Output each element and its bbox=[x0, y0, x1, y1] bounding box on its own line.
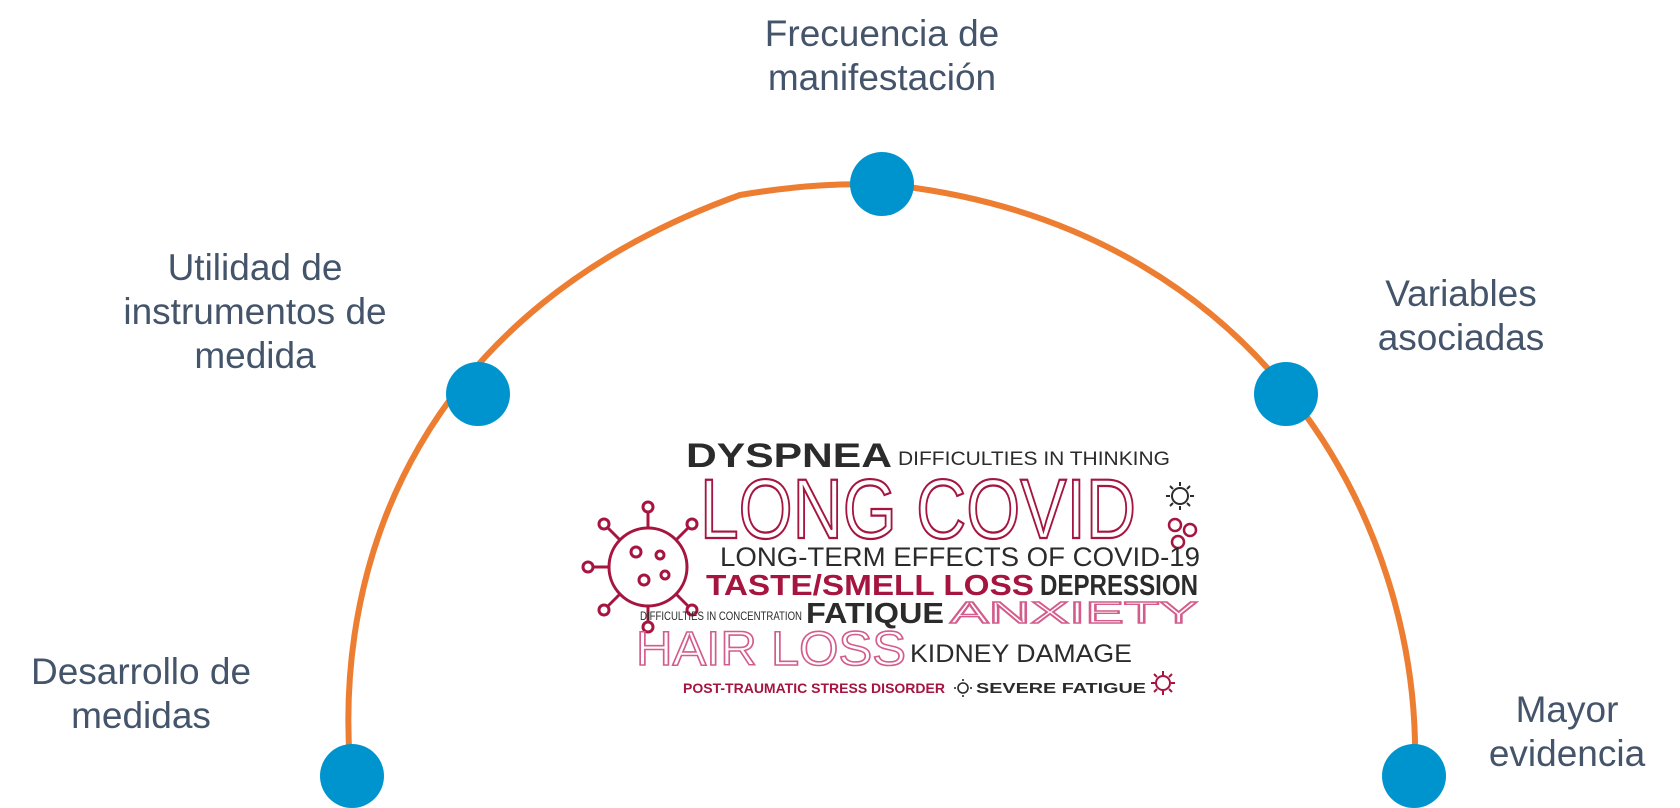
wc-difficulties-concentration: DIFFICULTIES IN CONCENTRATION bbox=[640, 609, 802, 623]
wc-depression: DEPRESSION bbox=[1040, 570, 1198, 602]
label-mayor: Mayor evidencia bbox=[1462, 688, 1672, 776]
wc-taste-smell-loss: TASTE/SMELL LOSS bbox=[706, 570, 1034, 602]
node-desarrollo bbox=[320, 744, 384, 808]
wc-hair-loss: HAIR LOSS bbox=[636, 623, 906, 676]
dots-icon bbox=[1167, 517, 1198, 550]
label-line: Mayor bbox=[1515, 689, 1619, 730]
label-line: Frecuencia de bbox=[764, 13, 1000, 54]
wc-long-term-effects: LONG-TERM EFFECTS OF COVID-19 bbox=[720, 542, 1200, 572]
label-line: Utilidad de bbox=[167, 247, 343, 288]
label-utilidad: Utilidad de instrumentos de medida bbox=[90, 246, 420, 378]
label-desarrollo: Desarrollo de medidas bbox=[0, 650, 282, 738]
wc-long-covid: LONG COVID bbox=[700, 462, 1136, 556]
wc-anxiety: ANXIETY bbox=[950, 595, 1198, 630]
virus-small-icon bbox=[1151, 671, 1175, 695]
virus-icon bbox=[581, 500, 699, 634]
node-mayor bbox=[1382, 744, 1446, 808]
sun-small-icon bbox=[954, 679, 972, 697]
wc-difficulties-thinking: DIFFICULTIES IN THINKING bbox=[898, 449, 1170, 470]
label-line: evidencia bbox=[1488, 733, 1646, 774]
label-line: manifestación bbox=[767, 57, 997, 98]
wc-severe-fatigue: SEVERE FATIGUE bbox=[976, 680, 1146, 697]
wc-fatique: FATIQUE bbox=[806, 598, 944, 630]
node-frecuencia bbox=[850, 152, 914, 216]
wc-kidney-damage: KIDNEY DAMAGE bbox=[910, 640, 1132, 668]
node-utilidad bbox=[446, 362, 510, 426]
label-line: asociadas bbox=[1377, 317, 1545, 358]
label-frecuencia: Frecuencia de manifestación bbox=[732, 12, 1032, 100]
label-line: medida bbox=[194, 335, 316, 376]
label-line: Variables bbox=[1385, 273, 1537, 314]
label-variables: Variables asociadas bbox=[1336, 272, 1586, 360]
orange-arc bbox=[345, 181, 1419, 766]
long-covid-word-cloud: DYSPNEA DIFFICULTIES IN THINKING LONG CO… bbox=[581, 437, 1200, 697]
wc-ptsd: POST-TRAUMATIC STRESS DISORDER bbox=[683, 680, 945, 696]
label-line: medidas bbox=[71, 695, 211, 736]
node-variables bbox=[1254, 362, 1318, 426]
label-line: Desarrollo de bbox=[30, 651, 252, 692]
sun-icon bbox=[1166, 482, 1194, 510]
wc-dyspnea: DYSPNEA bbox=[686, 437, 892, 475]
label-line: instrumentos de bbox=[123, 291, 387, 332]
